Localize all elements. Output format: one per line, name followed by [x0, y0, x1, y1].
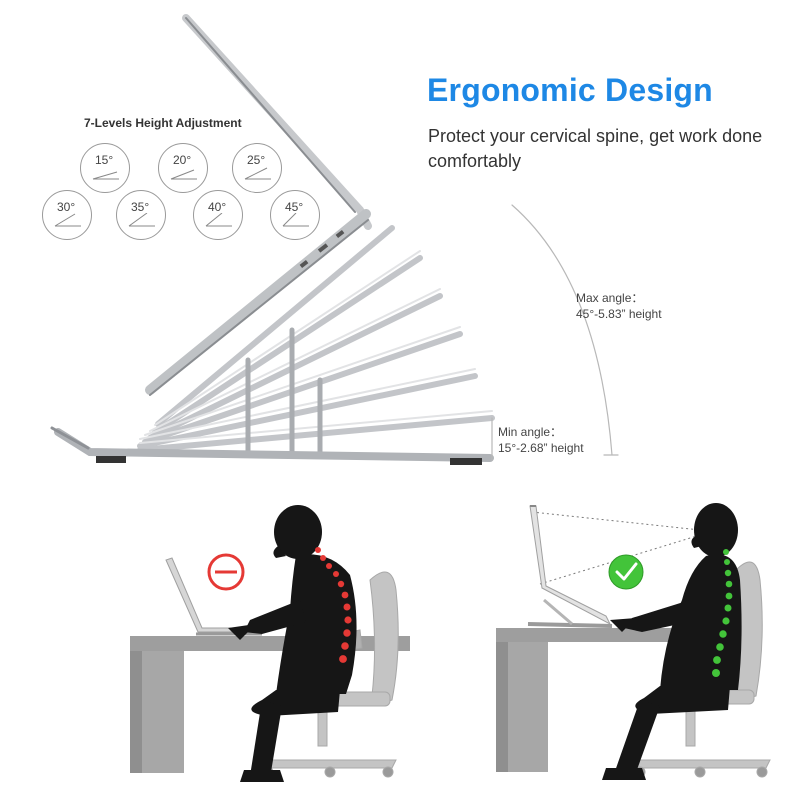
angle-level-20: 20°	[158, 143, 208, 193]
max-angle-value: 45°-5.83” height	[576, 307, 662, 321]
max-angle-label: Max angle：	[576, 291, 644, 305]
spine-dots-green	[712, 549, 733, 677]
angle-wedge-icon	[244, 167, 271, 180]
max-angle-spec: Max angle： 45°-5.83” height	[576, 290, 662, 322]
angle-wedge-icon	[54, 213, 81, 227]
min-angle-spec: Min angle： 15°-2.68” height	[498, 424, 584, 456]
min-angle-label: Min angle：	[498, 425, 563, 439]
page-title: Ergonomic Design	[427, 72, 713, 108]
angle-level-label: 35°	[131, 200, 150, 214]
stand-tray-fan	[137, 225, 495, 453]
stand-legs	[245, 327, 323, 455]
angle-level-45: 45°	[270, 190, 320, 240]
angle-wedge-icon	[128, 213, 155, 227]
angle-wedge-icon	[170, 169, 197, 180]
angle-level-label: 20°	[173, 153, 192, 167]
person-right	[602, 503, 742, 780]
angle-level-label: 45°	[285, 200, 304, 214]
spine-dots-red	[315, 547, 352, 663]
person-left	[228, 505, 357, 782]
angle-level-label: 40°	[208, 200, 227, 214]
angle-wedge-icon	[92, 171, 119, 180]
no-entry-icon	[207, 553, 245, 591]
angle-wedge-icon	[282, 213, 309, 227]
angle-level-30: 30°	[42, 190, 92, 240]
angle-arc	[491, 204, 619, 461]
bad-posture-scene	[130, 505, 410, 782]
laptop	[145, 14, 372, 396]
angle-level-15: 15°	[80, 143, 130, 193]
page-subtitle: Protect your cervical spine, get work do…	[428, 126, 763, 171]
laptop-stand-illustration	[50, 14, 619, 465]
angle-level-label: 25°	[247, 153, 266, 167]
angle-wedge-icon	[205, 213, 232, 227]
angle-level-label: 15°	[95, 153, 114, 167]
good-posture-scene	[496, 503, 771, 780]
min-angle-value: 15°-2.68” height	[498, 441, 584, 455]
angle-level-25: 25°	[232, 143, 282, 193]
check-icon	[608, 554, 644, 590]
angle-level-40: 40°	[193, 190, 243, 240]
angle-level-label: 30°	[57, 200, 76, 214]
levels-heading: 7-Levels Height Adjustment	[84, 116, 242, 130]
stand-tray-edges	[139, 250, 493, 444]
angle-level-35: 35°	[116, 190, 166, 240]
